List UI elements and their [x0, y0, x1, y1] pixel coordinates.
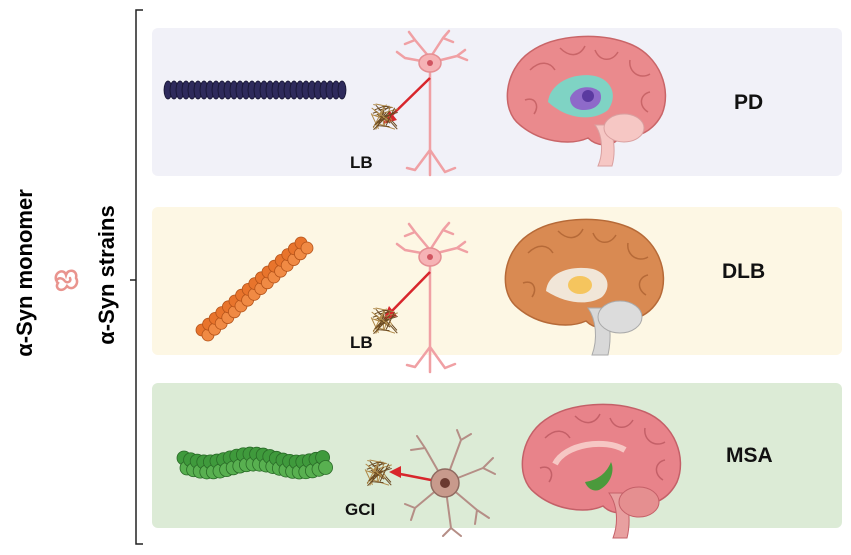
- monomer-icon: [54, 269, 79, 292]
- msa-fibril: [176, 446, 334, 480]
- pd-lewy-body: [370, 103, 398, 131]
- dlb-label: DLB: [722, 260, 766, 283]
- msa-inclusion-label: GCI: [345, 500, 376, 519]
- pd-label: PD: [734, 91, 764, 114]
- pd-brain-icon: [506, 35, 667, 167]
- dlb-inclusion-label: LB: [350, 333, 373, 352]
- panel-pd: [152, 28, 842, 176]
- msa-brain-icon: [521, 403, 682, 539]
- bracket: [130, 9, 143, 545]
- msa-gci: [364, 459, 392, 487]
- dlb-brain-icon: [504, 218, 665, 356]
- msa-label: MSA: [726, 444, 773, 467]
- pd-fibril: [163, 80, 347, 100]
- monomer-label: α-Syn monomer: [12, 189, 37, 357]
- dlb-neuron: [383, 221, 469, 374]
- dlb-lewy-body: [370, 307, 398, 335]
- pd-inclusion-label: LB: [350, 153, 373, 172]
- dlb-fibril: [195, 236, 314, 342]
- strains-label: α-Syn strains: [94, 205, 119, 345]
- msa-oligodendrocyte: [389, 429, 496, 537]
